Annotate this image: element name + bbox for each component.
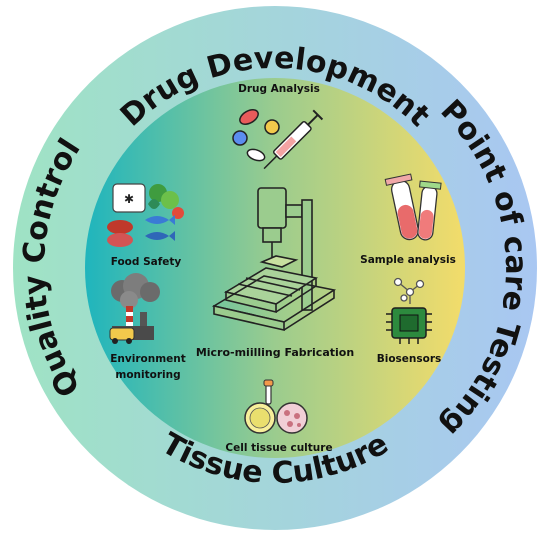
inner-circle xyxy=(85,78,465,458)
microchip-icon xyxy=(386,277,432,344)
label-micro-milling-fabrication: Micro-miilling Fabrication xyxy=(196,346,354,359)
milling-machine-icon xyxy=(211,187,337,332)
test-tubes-icon xyxy=(384,173,442,241)
pills-syringe-icon xyxy=(232,109,324,170)
label-environment-monitoring-line1: Environment xyxy=(110,353,186,365)
food-icon: ✱ xyxy=(107,183,184,247)
label-biosensors: Biosensors xyxy=(377,353,442,365)
label-environment-monitoring-line2: monitoring xyxy=(115,369,180,381)
petri-dish-icon xyxy=(244,379,308,434)
svg-text:✱: ✱ xyxy=(124,192,134,206)
label-food-safety: Food Safety xyxy=(111,256,182,268)
label-drug-analysis: Drug Analysis xyxy=(238,83,320,95)
factory-icon xyxy=(109,273,160,344)
label-cell-tissue-culture: Cell tissue culture xyxy=(225,442,332,454)
label-sample-analysis: Sample analysis xyxy=(360,254,456,266)
